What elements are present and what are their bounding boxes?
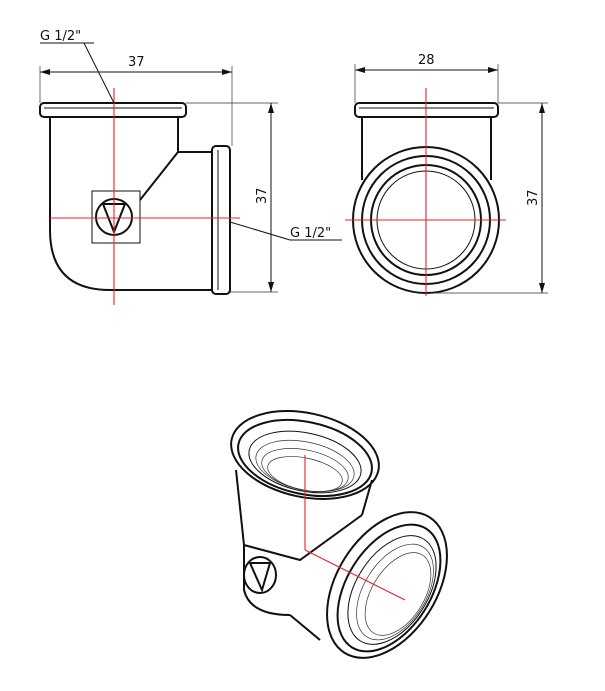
isometric-view [230, 410, 448, 659]
side-view: 37 37 G 1/2" G 1/2" [39, 29, 342, 305]
height-dimension-label: 37 [255, 187, 270, 204]
end-view: 28 37 [345, 53, 548, 296]
width-dimension-label: 37 [128, 55, 145, 70]
elbow-body [49, 117, 212, 291]
side-flange [211, 145, 231, 295]
iso-brand-logo-icon [243, 556, 277, 594]
end-height-dimension: 37 [430, 102, 548, 294]
thread-callout-side: G 1/2" [229, 221, 342, 241]
iso-top-port-outer [230, 410, 380, 500]
iso-side-port-outer [326, 511, 448, 659]
thread-callout-top: G 1/2" [40, 29, 115, 104]
end-height-label: 37 [526, 189, 541, 206]
end-width-dimension: 28 [354, 53, 499, 103]
top-flange [39, 102, 187, 118]
end-width-label: 28 [418, 53, 435, 68]
thread-label-top: G 1/2" [40, 29, 81, 44]
brand-logo-icon [91, 190, 141, 244]
iso-body [235, 469, 373, 616]
thread-label-side: G 1/2" [290, 226, 331, 241]
width-dimension: 37 [39, 55, 233, 146]
height-dimension: 37 [186, 102, 278, 293]
